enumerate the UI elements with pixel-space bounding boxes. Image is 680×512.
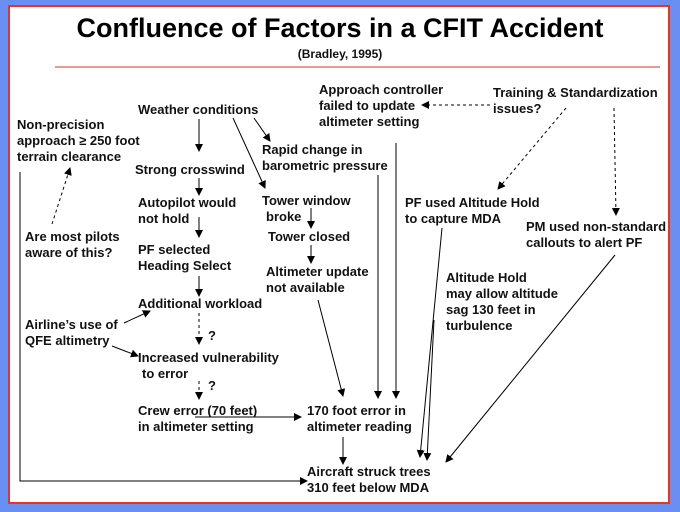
node-line: Are most pilots xyxy=(25,229,120,244)
arrow-weather-tower xyxy=(232,117,266,189)
node-line: sag 130 feet in xyxy=(446,302,536,317)
node-line: to error xyxy=(142,366,189,381)
node-line: aware of this? xyxy=(25,245,113,260)
node-line: PF used Altitude Hold xyxy=(405,195,540,210)
node-line: 170 foot error in xyxy=(307,403,406,418)
node-line: callouts to alert PF xyxy=(526,235,643,250)
node-line: may allow altitude xyxy=(446,286,558,301)
node-line: turbulence xyxy=(446,318,513,333)
node-line: not hold xyxy=(138,211,190,226)
node-line: Approach controller xyxy=(319,82,444,97)
arrow-sag-struck xyxy=(423,319,435,461)
node-line: PF selected xyxy=(138,242,211,257)
slide-title: Confluence of Factors in a CFIT Accident xyxy=(76,13,604,43)
node-line: Increased vulnerability xyxy=(138,350,279,365)
arrow-training-pfhold xyxy=(497,107,567,190)
node-line: Autopilot would xyxy=(138,195,237,210)
node-line: Non-precision xyxy=(17,117,105,132)
arrow-airline-workload xyxy=(123,310,151,324)
node-weather: Weather conditions xyxy=(138,102,258,118)
arrow-qfe-vulnerability xyxy=(111,345,139,358)
node-line: not available xyxy=(266,280,345,295)
node-crew-error: Crew error (70 feet)in altimeter setting xyxy=(138,403,257,435)
node-line: Altimeter update xyxy=(266,264,369,279)
slide-panel xyxy=(8,5,670,504)
node-line: barometric pressure xyxy=(262,158,388,173)
node-line: Altitude Hold xyxy=(446,270,527,285)
question-mark: ? xyxy=(208,378,216,393)
node-line: Rapid change in xyxy=(262,142,363,157)
node-line: Weather conditions xyxy=(138,102,259,117)
question-mark: ? xyxy=(208,328,216,343)
node-line: broke xyxy=(266,209,302,224)
arrow-nonprecision-struck xyxy=(19,172,308,485)
arrow-pm-struck xyxy=(445,254,616,463)
node-line: Heading Select xyxy=(138,258,232,273)
node-line: Airline’s use of xyxy=(25,317,118,332)
node-line: Crew error (70 feet) xyxy=(138,403,258,418)
node-workload: Additional workload xyxy=(138,296,262,312)
node-crosswind: Strong crosswind xyxy=(135,162,245,178)
arrow-training-pm xyxy=(611,107,620,216)
node-line: 310 feet below MDA xyxy=(307,480,430,495)
node-line: Tower window xyxy=(262,193,351,208)
node-line: PM used non-standard xyxy=(526,219,667,234)
node-line: altimeter reading xyxy=(307,419,412,434)
node-line: Aircraft struck trees xyxy=(307,464,431,479)
node-tower-closed: Tower closed xyxy=(268,229,350,245)
arrow-aware-nonprecision xyxy=(51,167,72,225)
node-line: Training & Standardization xyxy=(493,85,658,100)
node-line: approach ≥ 250 foot xyxy=(17,133,140,148)
node-line: altimeter setting xyxy=(319,114,420,129)
citation: (Bradley, 1995) xyxy=(297,47,383,61)
node-line: Additional workload xyxy=(138,296,263,311)
arrow-pfhold-struck xyxy=(416,227,443,458)
arrow-weather-rapid xyxy=(253,117,271,142)
node-line: Tower closed xyxy=(268,229,351,244)
node-line: in altimeter setting xyxy=(138,419,254,434)
node-line: issues? xyxy=(493,101,542,116)
node-line: to capture MDA xyxy=(405,211,502,226)
node-line: QFE altimetry xyxy=(25,333,110,348)
node-line: Strong crosswind xyxy=(135,162,245,177)
node-line: terrain clearance xyxy=(17,149,122,164)
node-line: failed to update xyxy=(319,98,416,113)
arrow-update-170 xyxy=(317,299,346,397)
